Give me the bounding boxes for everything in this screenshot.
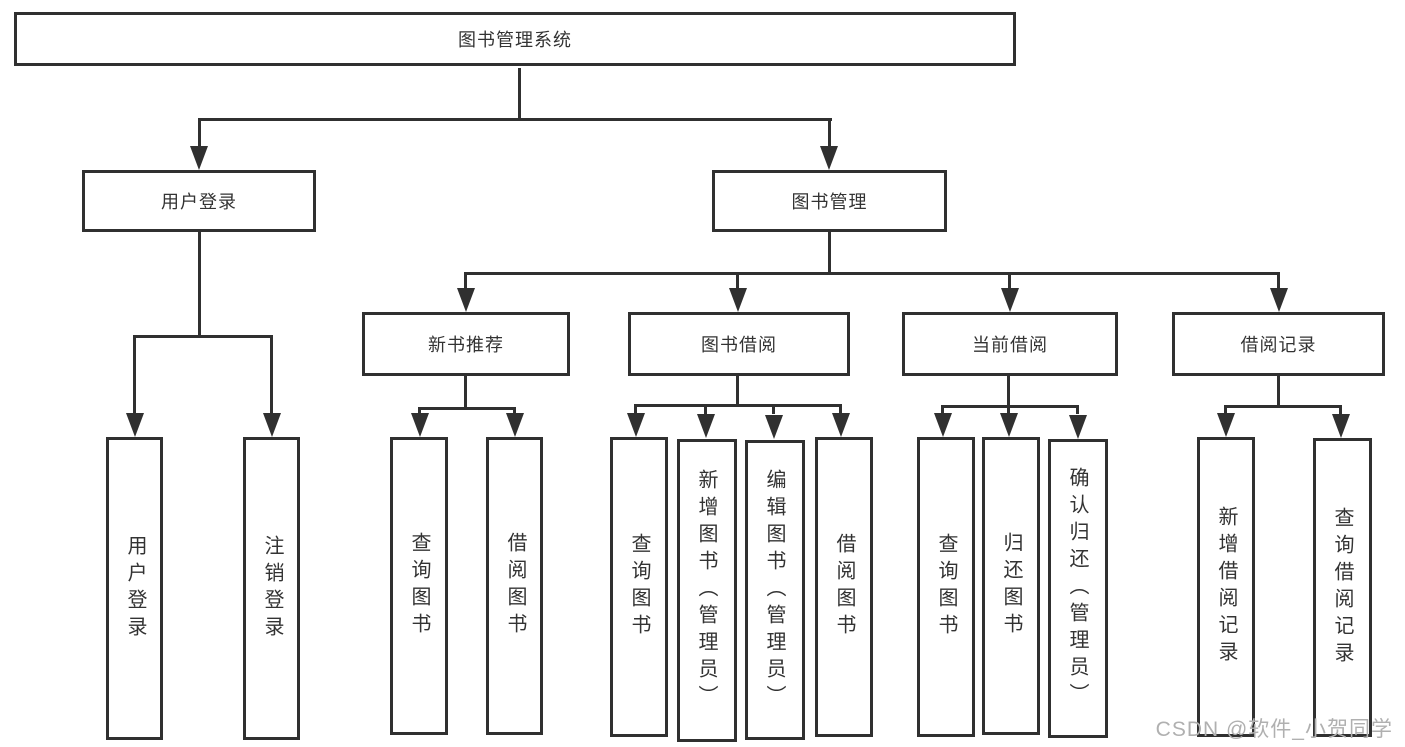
node-user-login-label: 用户登录 xyxy=(161,192,237,212)
connector-bookborrow-stem xyxy=(736,272,739,290)
node-book-borrow-label: 图书借阅 xyxy=(701,335,777,355)
arrowhead-bb-add xyxy=(697,414,715,438)
node-book-mgmt-label: 图书管理 xyxy=(791,192,868,212)
connector-borrowrecords-down xyxy=(1277,376,1280,407)
connector-level1-rail xyxy=(198,118,832,121)
connector-nbquery-stem xyxy=(418,407,421,415)
arrowhead-cb-query xyxy=(934,413,952,437)
connector-newbookrec-down xyxy=(464,376,467,410)
node-root: 图书管理系统 xyxy=(14,12,1016,66)
connector-bbborrow-stem xyxy=(839,404,842,414)
arrowhead-current-borrow xyxy=(1001,288,1019,312)
arrowhead-nb-query xyxy=(411,413,429,437)
connector-root-stem xyxy=(518,68,521,120)
connector-logout-stem xyxy=(270,335,273,415)
connector-bbadd-stem xyxy=(704,404,707,414)
connector-login-stem xyxy=(133,335,136,415)
connector-currentborrow-rail xyxy=(941,405,1079,408)
node-current-borrow-label: 当前借阅 xyxy=(972,335,1048,355)
arrowhead-login xyxy=(126,413,144,437)
leaf-cb-return: 归还图书 xyxy=(982,437,1040,735)
connector-bookmgmt-down xyxy=(828,232,831,274)
leaf-cb-confirm: 确认归还（管理员） xyxy=(1048,439,1108,738)
node-root-label: 图书管理系统 xyxy=(458,30,572,50)
node-new-book-rec: 新书推荐 xyxy=(362,312,570,376)
leaf-cb-query: 查询图书 xyxy=(917,437,975,737)
connector-currentborrow-down xyxy=(1007,376,1010,407)
csdn-watermark: CSDN @软件_小贺同学 xyxy=(1155,718,1393,741)
arrowhead-cb-confirm xyxy=(1069,415,1087,439)
connector-userlogin-stem xyxy=(198,118,201,148)
arrowhead-br-query xyxy=(1332,414,1350,438)
node-current-borrow: 当前借阅 xyxy=(902,312,1118,376)
arrowhead-logout xyxy=(263,413,281,437)
connector-borrowrecords-stem xyxy=(1277,272,1280,290)
arrowhead-bb-borrow xyxy=(832,413,850,437)
arrowhead-book-borrow xyxy=(729,288,747,312)
connector-nbborrow-stem xyxy=(513,407,516,415)
connector-cbquery-stem xyxy=(941,405,944,414)
connector-brquery-stem xyxy=(1339,405,1342,414)
connector-bbquery-stem xyxy=(634,404,637,414)
connector-bookmgmt-stem xyxy=(828,118,831,148)
arrowhead-bb-query xyxy=(627,413,645,437)
connector-bradd-stem xyxy=(1224,405,1227,414)
arrowhead-user-login xyxy=(190,146,208,170)
connector-userlogin-down xyxy=(198,232,201,337)
leaf-nb-borrow: 借阅图书 xyxy=(486,437,543,735)
arrowhead-cb-return xyxy=(1000,413,1018,437)
leaf-bb-edit: 编辑图书（管理员） xyxy=(745,440,805,740)
leaf-bb-query: 查询图书 xyxy=(610,437,668,737)
connector-bbedit-stem xyxy=(772,404,775,414)
node-user-login: 用户登录 xyxy=(82,170,316,232)
connector-bookborrow-down xyxy=(736,376,739,407)
leaf-bb-add: 新增图书（管理员） xyxy=(677,439,737,742)
connector-cbreturn-stem xyxy=(1007,405,1010,414)
leaf-br-add: 新增借阅记录 xyxy=(1197,437,1255,737)
connector-newbookrec-stem xyxy=(464,272,467,290)
connector-level3-rail xyxy=(464,272,1280,275)
connector-bookborrow-rail xyxy=(634,404,842,407)
leaf-bb-borrow: 借阅图书 xyxy=(815,437,873,737)
arrowhead-borrow-records xyxy=(1270,288,1288,312)
node-book-borrow: 图书借阅 xyxy=(628,312,850,376)
node-book-mgmt: 图书管理 xyxy=(712,170,947,232)
arrowhead-nb-borrow xyxy=(506,413,524,437)
node-new-book-rec-label: 新书推荐 xyxy=(428,335,504,355)
node-borrow-records-label: 借阅记录 xyxy=(1240,335,1317,355)
leaf-login: 用户登录 xyxy=(106,437,163,740)
arrowhead-book-mgmt xyxy=(820,146,838,170)
connector-newbookrec-rail xyxy=(418,407,516,410)
arrowhead-bb-edit xyxy=(765,415,783,439)
arrowhead-new-book-rec xyxy=(457,288,475,312)
leaf-nb-query: 查询图书 xyxy=(390,437,448,735)
arrowhead-br-add xyxy=(1217,413,1235,437)
connector-borrowrecords-rail xyxy=(1224,405,1342,408)
connector-userlogin-rail xyxy=(133,335,273,338)
node-borrow-records: 借阅记录 xyxy=(1172,312,1385,376)
connector-currentborrow-stem xyxy=(1008,272,1011,290)
leaf-logout: 注销登录 xyxy=(243,437,300,740)
connector-cbconfirm-stem xyxy=(1076,405,1079,414)
leaf-br-query: 查询借阅记录 xyxy=(1313,438,1372,737)
